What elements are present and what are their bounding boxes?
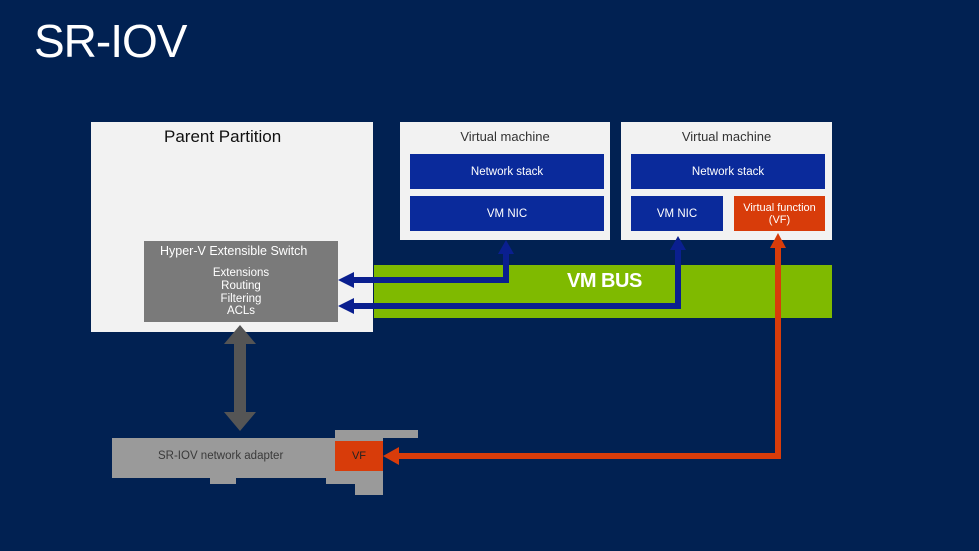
vm1-arrow-left-head: [338, 272, 354, 288]
sr-iov-adapter-label: SR-IOV network adapter: [158, 450, 284, 462]
switch-item-acls: ACLs: [226, 305, 256, 318]
vm1-nic: VM NIC: [410, 196, 604, 231]
vm-bus-band: [374, 265, 832, 318]
virtual-machine-2-label: Virtual machine: [681, 129, 772, 144]
slide-title: SR-IOV: [34, 15, 187, 67]
adapter-vf: VF: [335, 441, 383, 471]
virtual-machine-1-label: Virtual machine: [460, 129, 550, 144]
vm2-to-switch-arrow: [352, 248, 681, 309]
hyperv-switch-title: Hyper-V Extensible Switch: [144, 241, 338, 262]
vm-bus-label: VM BUS: [567, 270, 642, 292]
switch-item-extensions: Extensions: [212, 267, 270, 279]
vf-arrow-up-head: [770, 233, 786, 248]
switch-item-filtering: Filtering: [220, 292, 262, 305]
vm1-to-switch-arrow: [352, 253, 509, 283]
switch-item-routing: Routing: [221, 279, 261, 292]
vm1-network-stack: Network stack: [410, 154, 604, 189]
vm1-arrow-up-head: [498, 240, 514, 254]
vm2-network-stack: Network stack: [631, 154, 825, 189]
vm2-nic: VM NIC: [631, 196, 723, 231]
vm2-virtual-function: Virtual function (VF): [734, 196, 825, 231]
hyperv-switch-body: Extensions Routing Filtering ACLs: [144, 262, 338, 322]
vf-to-vf-arrow: [398, 246, 781, 459]
parent-partition-label: Parent Partition: [164, 127, 282, 146]
switch-adapter-arrow: [224, 325, 256, 431]
vm2-arrow-left-head: [338, 298, 354, 314]
vf-arrow-left-head: [383, 447, 399, 465]
vm2-arrow-up-head: [670, 236, 686, 250]
